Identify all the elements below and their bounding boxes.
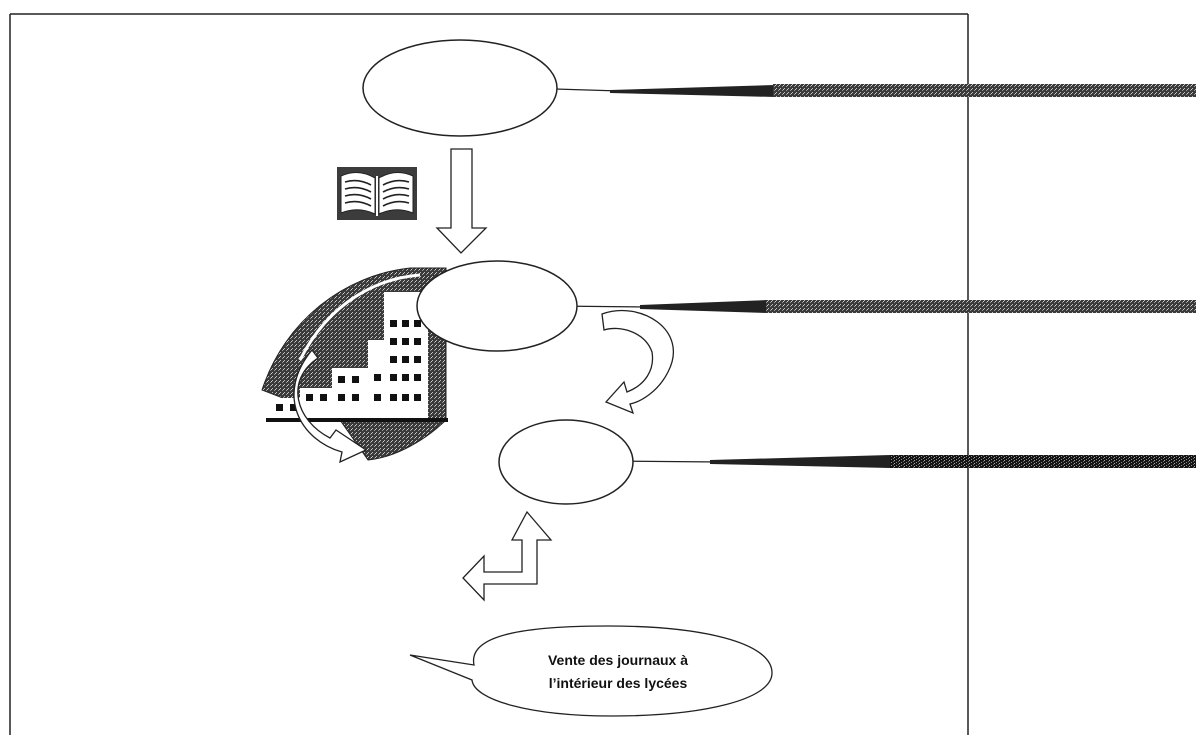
callout-line-2: l’intérieur des lycées [549,675,688,691]
curved-arrow-icon [601,309,674,415]
curved-arrow-icon [293,348,368,464]
connector-bar-top [521,84,1196,97]
callout-line-1: Vente des journaux à [548,652,688,668]
middle-ellipse [416,260,578,352]
building-icon [261,267,448,461]
bent-arrow-icon [462,510,553,602]
top-ellipse [362,39,558,137]
arrow-down-icon [435,148,488,254]
connector-bar-bottom [610,455,1196,468]
connector-bar-middle [551,300,1196,313]
open-book-icon [337,167,417,220]
bottom-ellipse [498,419,634,505]
speech-callout: Vente des journaux à l’intérieur des lyc… [409,625,773,717]
page-frame [9,13,969,735]
